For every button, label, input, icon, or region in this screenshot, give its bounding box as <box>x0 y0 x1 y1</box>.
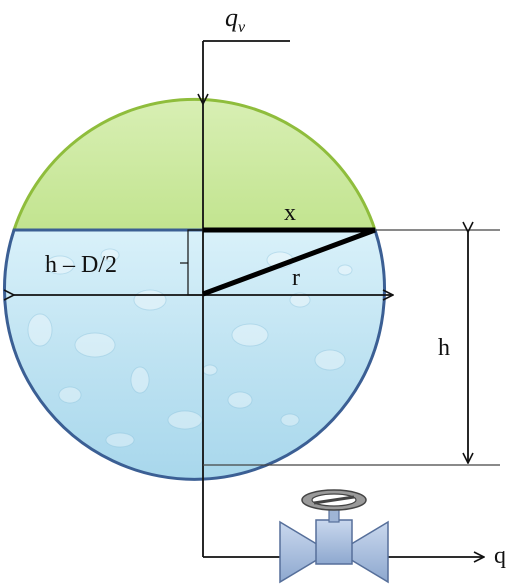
gate-valve-icon <box>279 505 389 584</box>
inflow-label: qv <box>225 3 246 36</box>
height-label: h <box>438 335 450 361</box>
offset-label: h – D/2 <box>45 252 117 278</box>
radius-label: r <box>292 265 300 291</box>
radius-r-line <box>202 227 376 297</box>
tank-empty-segment <box>11 97 378 232</box>
handwheel-icon <box>301 489 367 511</box>
chord-label: x <box>284 200 296 226</box>
outflow-label: q <box>494 543 506 569</box>
